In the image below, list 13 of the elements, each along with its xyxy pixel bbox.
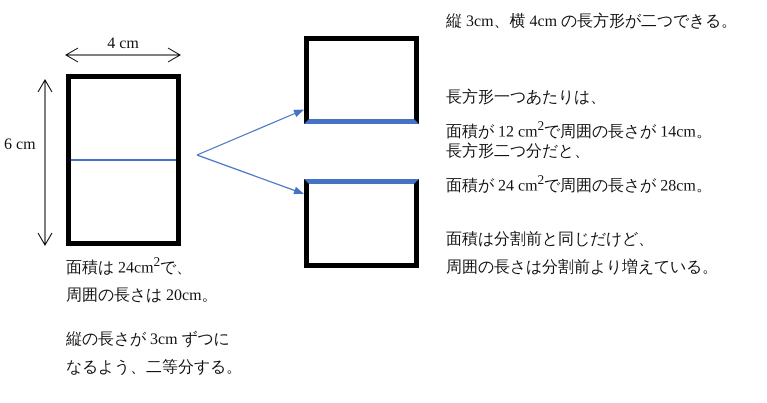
dimension-label: 6 cm: [4, 135, 37, 155]
rectangle-drawing: [304, 179, 419, 268]
dimension-label: 4 cm: [106, 34, 140, 54]
note-text: 長方形二つ分だと、面積が 24 cm$^{2}$で周囲の長さが 28cm。: [446, 142, 713, 196]
arrow: [196, 109, 304, 156]
note-text: 縦 3cm、横 4cm の長方形が二つできる。: [446, 12, 738, 32]
arrow: [196, 154, 304, 194]
note-text: 面積は分割前と同じだけど、周囲の長さは分割前より増えている。: [446, 230, 719, 278]
rectangle-drawing: [66, 74, 181, 246]
rectangle-drawing: [304, 36, 419, 124]
note-text: 縦の長さが 3cm ずつになるよう、二等分する。: [66, 330, 243, 378]
note-text: 長方形一つあたりは、面積が 12 cm$^{2}$で周囲の長さが 14cm。: [446, 88, 713, 142]
note-text: 面積は 24cm$^{2}$で、周囲の長さは 20cm。: [66, 253, 219, 306]
